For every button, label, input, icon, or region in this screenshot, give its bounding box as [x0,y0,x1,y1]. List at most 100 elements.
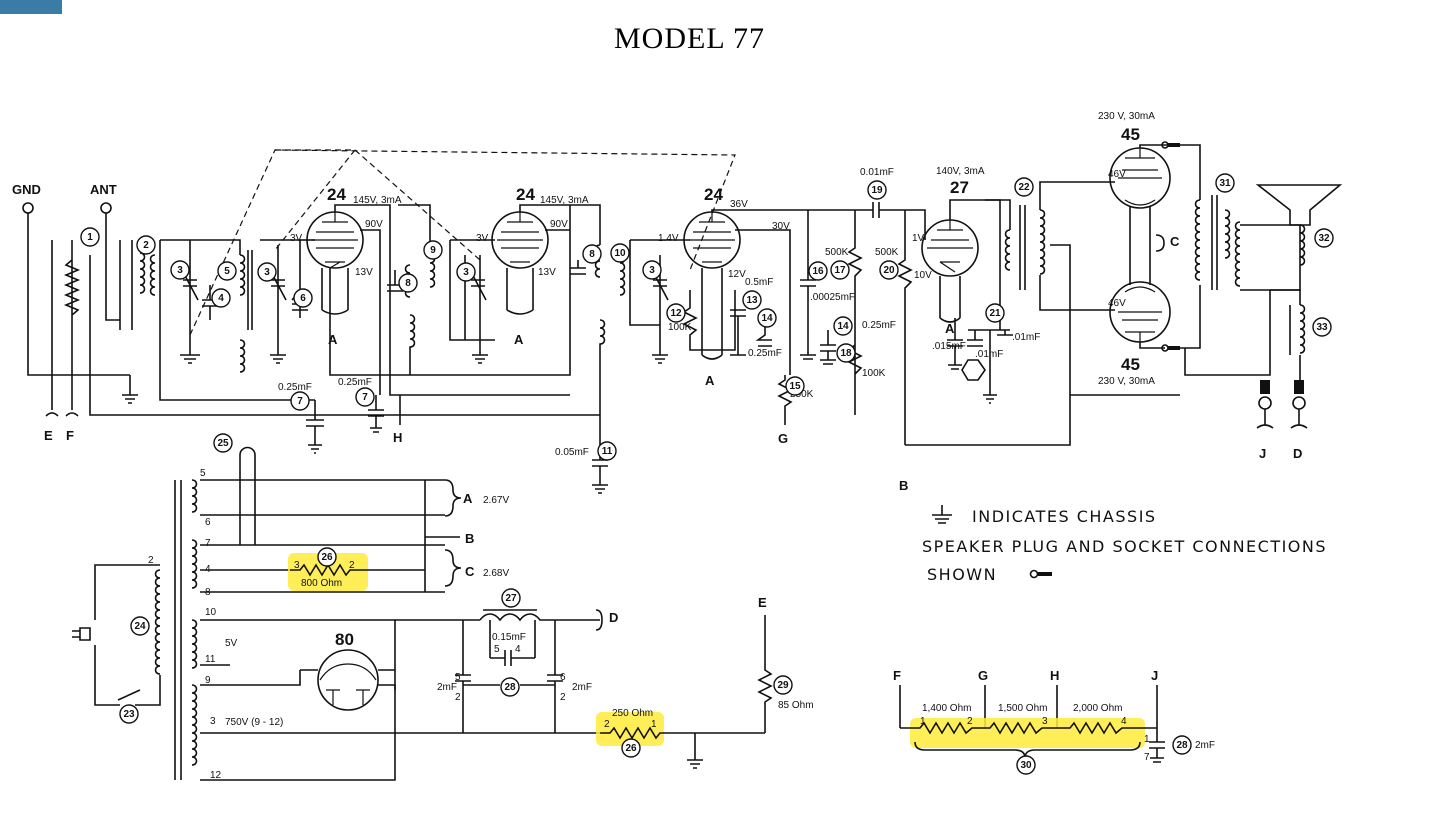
svg-text:B: B [899,478,908,493]
part-number-26: 26 [317,547,337,567]
part-number-9: 9 [423,240,443,260]
svg-text:1,400 Ohm: 1,400 Ohm [922,703,971,714]
svg-text:0.15mF: 0.15mF [492,632,526,643]
svg-text:27: 27 [505,593,517,604]
svg-text:3: 3 [210,716,216,727]
svg-text:21: 21 [989,308,1001,319]
part-number-3: 3 [170,260,190,280]
svg-text:13V: 13V [538,267,556,278]
part-number-11: 11 [597,441,617,461]
part-number-13: 13 [742,290,762,310]
svg-text:1,500 Ohm: 1,500 Ohm [998,703,1047,714]
svg-text:6: 6 [205,517,211,528]
svg-text:10: 10 [205,607,217,618]
svg-text:140V, 3mA: 140V, 3mA [936,166,985,177]
part-number-3: 3 [642,260,662,280]
svg-text:13V: 13V [355,267,373,278]
svg-text:14: 14 [837,321,849,332]
part-number-28: 28 [500,677,520,697]
svg-text:13: 13 [746,295,758,306]
part-number-23: 23 [119,704,139,724]
part-number-10: 10 [610,243,630,263]
svg-text:46V: 46V [1108,169,1126,180]
svg-text:.015mF: .015mF [932,341,966,352]
svg-text:2,000 Ohm: 2,000 Ohm [1073,703,1122,714]
svg-text:100K: 100K [668,322,692,333]
svg-text:6: 6 [560,672,566,683]
part-number-24: 24 [130,616,150,636]
part-number-16: 16 [808,261,828,281]
part-number-3: 3 [257,262,277,282]
ant-label: ANT [90,182,117,197]
svg-text:C: C [465,564,475,579]
svg-text:800 Ohm: 800 Ohm [301,578,342,589]
legend-chassis: INDICATES CHASSIS [972,507,1157,526]
part-number-20: 20 [879,260,899,280]
gnd-label: GND [12,182,41,197]
svg-text:230 V, 30mA: 230 V, 30mA [1098,111,1155,122]
svg-text:7: 7 [362,392,368,403]
part-number-18: 18 [836,343,856,363]
terminal-e: E [44,428,53,443]
svg-text:A: A [463,491,473,506]
part-number-3: 3 [456,262,476,282]
chassis-ground-icon [932,505,952,524]
plug-socket-icon [1029,569,1039,579]
part-number-4: 4 [211,288,231,308]
svg-text:5: 5 [200,468,206,479]
part-number-1: 1 [80,227,100,247]
svg-text:2mF: 2mF [1195,740,1215,751]
svg-text:3: 3 [264,267,270,278]
svg-text:2: 2 [143,240,149,251]
svg-text:1: 1 [651,719,657,730]
svg-text:22: 22 [1018,182,1030,193]
svg-text:90V: 90V [365,219,383,230]
svg-text:A: A [945,321,955,336]
svg-text:85 Ohm: 85 Ohm [778,700,814,711]
svg-text:J: J [1259,446,1266,461]
svg-text:9: 9 [430,245,436,256]
svg-text:2: 2 [349,560,355,571]
svg-text:145V, 3mA: 145V, 3mA [353,195,402,206]
svg-text:A: A [328,332,338,347]
svg-text:12: 12 [210,770,222,781]
svg-text:5V: 5V [225,638,238,649]
svg-text:.01mF: .01mF [975,349,1003,360]
svg-text:1: 1 [1144,734,1150,745]
svg-text:.00025mF: .00025mF [810,292,855,303]
svg-text:E: E [758,595,767,610]
rectifier-80 [317,649,379,711]
svg-text:12: 12 [670,308,682,319]
part-number-31: 31 [1215,173,1235,193]
part-number-7: 7 [355,387,375,407]
svg-text:30: 30 [1020,760,1032,771]
part-number-21: 21 [985,303,1005,323]
svg-text:230 V, 30mA: 230 V, 30mA [1098,376,1155,387]
svg-text:12V: 12V [728,269,746,280]
svg-text:16: 16 [812,266,824,277]
svg-text:33: 33 [1316,322,1328,333]
svg-text:26: 26 [625,743,637,754]
svg-text:500K: 500K [825,247,849,258]
part-number-17: 17 [830,260,850,280]
part-number-14: 14 [757,308,777,328]
svg-text:0.01mF: 0.01mF [860,167,894,178]
svg-text:H: H [1050,668,1059,683]
svg-text:100K: 100K [862,368,886,379]
svg-text:1.4V: 1.4V [658,233,679,244]
svg-text:4: 4 [515,644,521,655]
terminal-f: F [66,428,74,443]
svg-text:7: 7 [205,538,211,549]
svg-text:.01mF: .01mF [1012,332,1040,343]
svg-text:145V, 3mA: 145V, 3mA [540,195,589,206]
part-number-26: 26 [621,738,641,758]
svg-text:2: 2 [560,692,566,703]
svg-text:10: 10 [614,248,626,259]
svg-text:3: 3 [649,265,655,276]
svg-text:0.25mF: 0.25mF [338,377,372,388]
svg-text:2mF: 2mF [437,682,457,693]
svg-text:3V: 3V [290,233,303,244]
svg-text:45: 45 [1121,355,1140,374]
svg-text:3: 3 [1042,716,1048,727]
